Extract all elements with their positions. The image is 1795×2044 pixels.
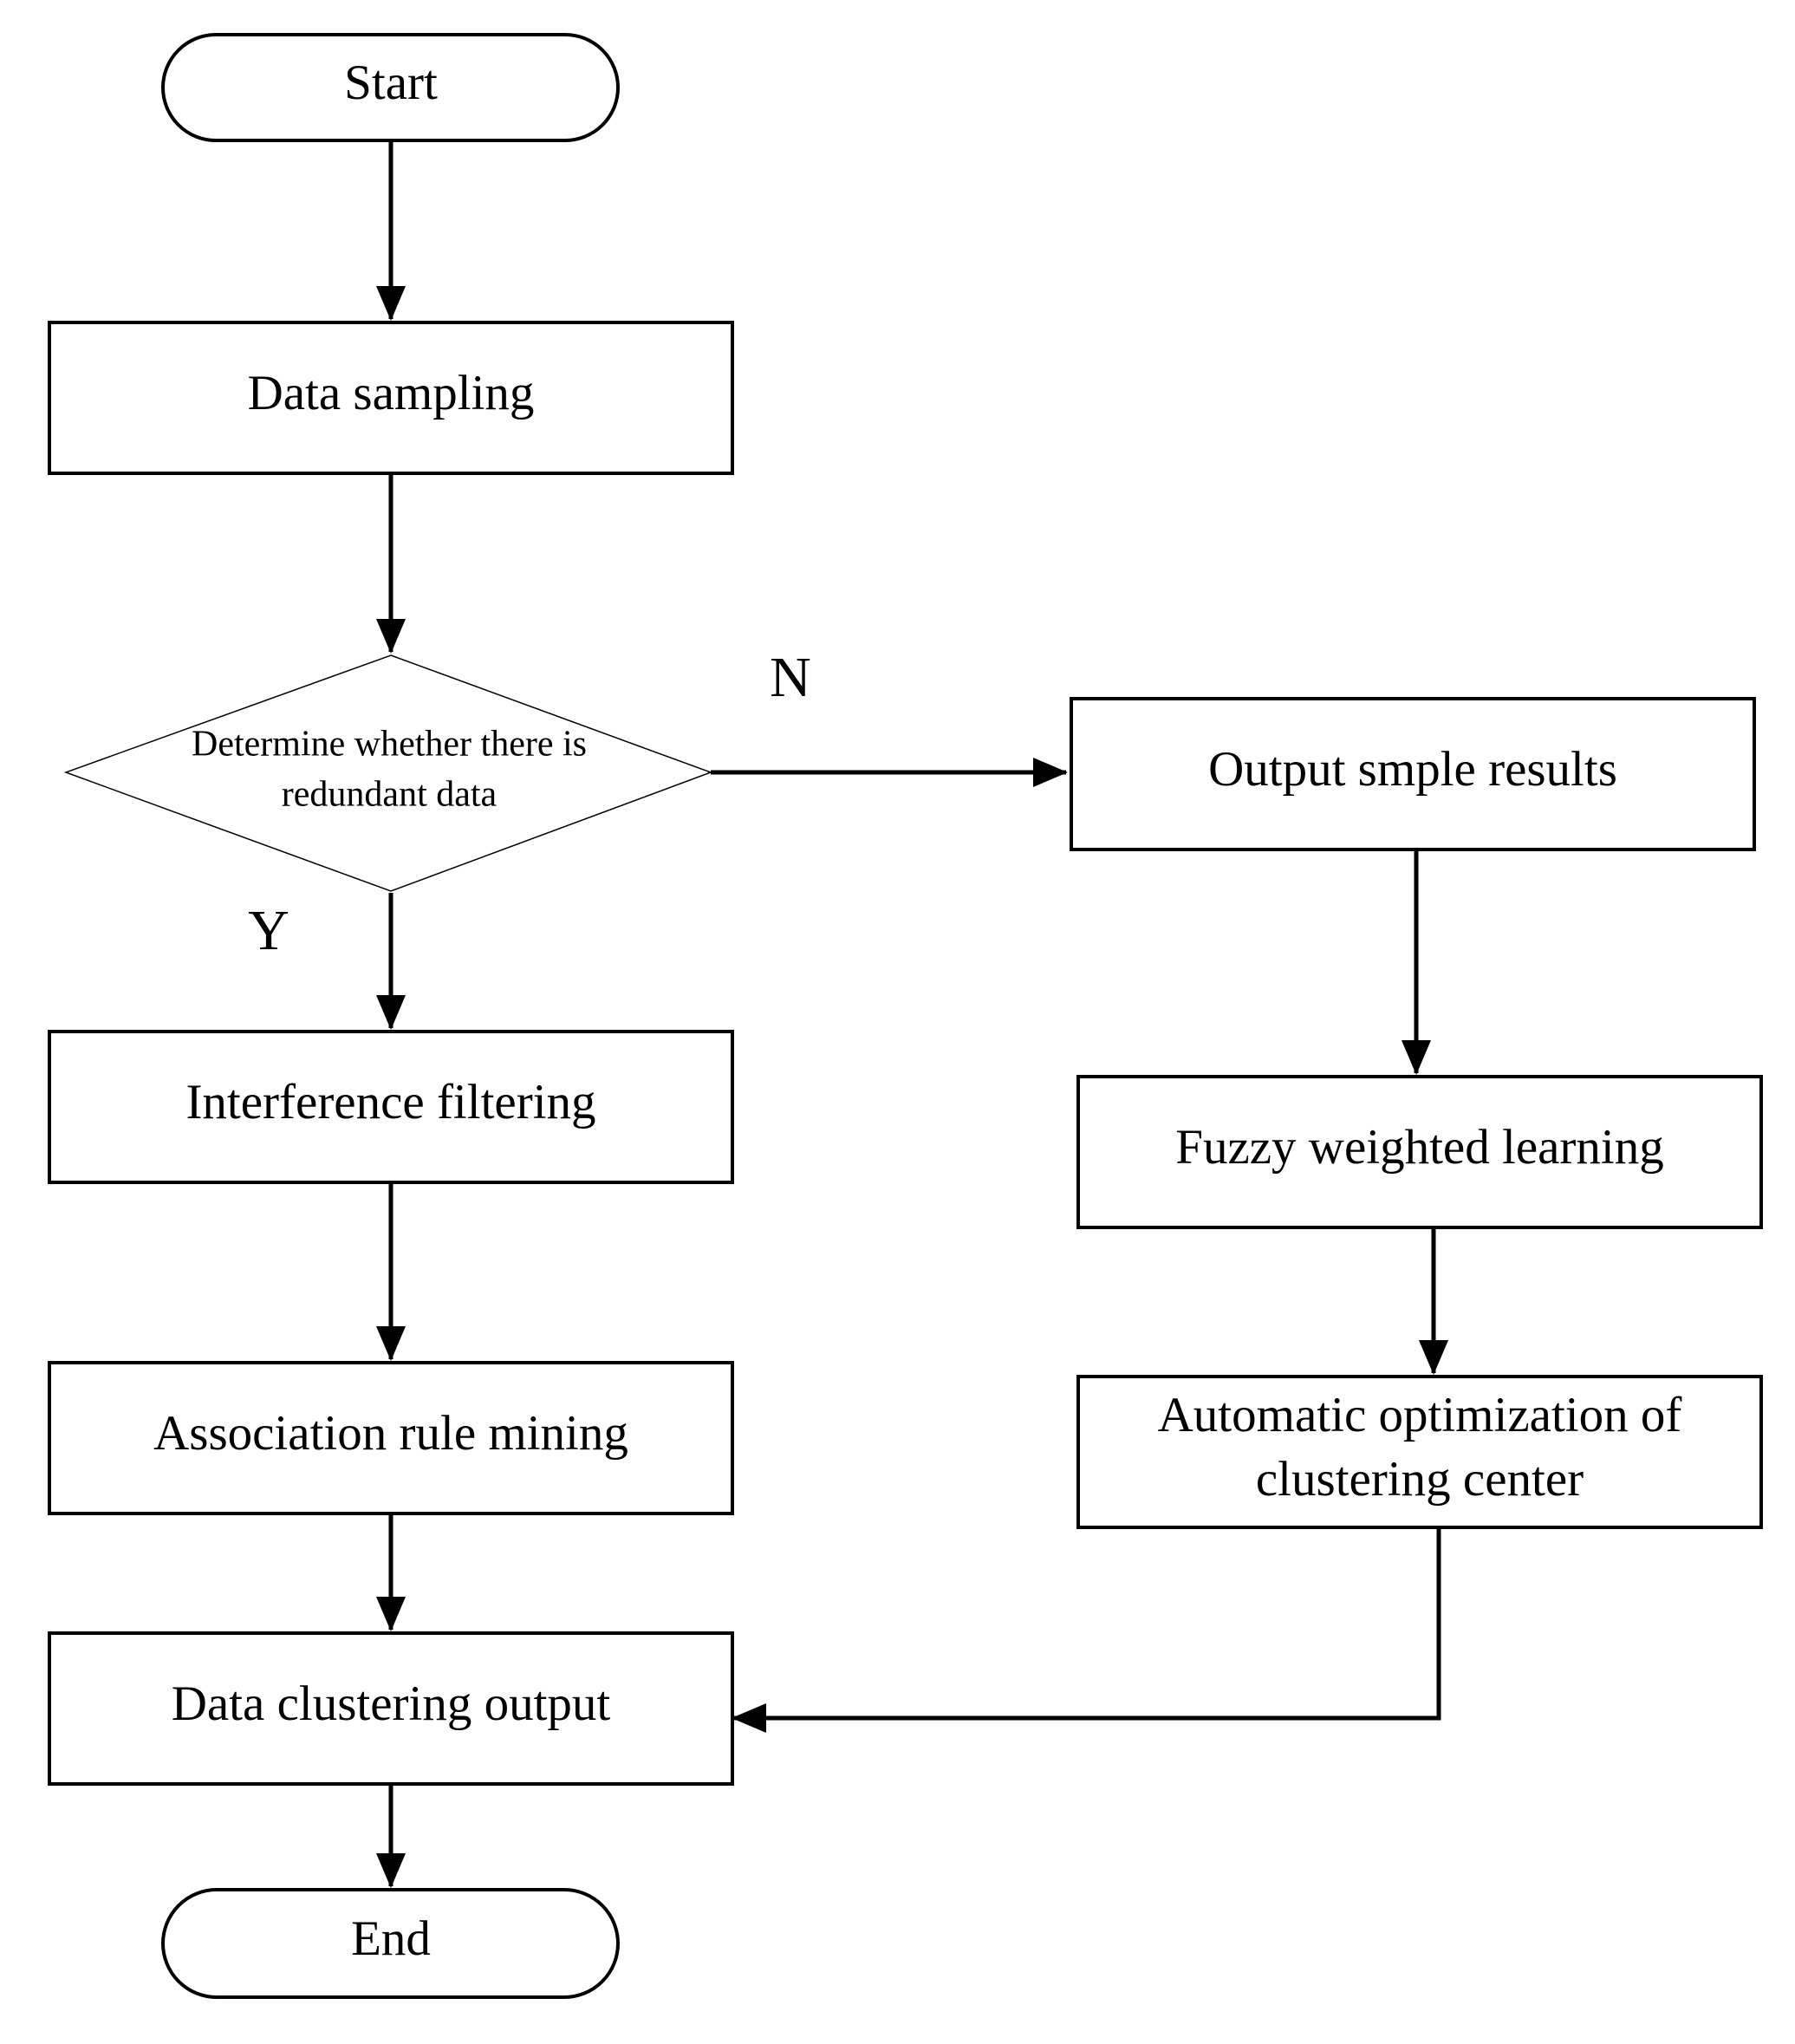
end-terminal: End <box>161 1888 620 1999</box>
association-mining-label: Association rule mining <box>153 1406 628 1461</box>
decision-label-line-1: Determine whether there is <box>192 725 587 765</box>
clustering-output-label: Data clustering output <box>172 1676 611 1731</box>
auto-optimization-label-line-2: clustering center <box>1256 1452 1584 1507</box>
branch-no-label: N <box>770 646 811 709</box>
auto-optimization-label-line-1: Automatic optimization of <box>1158 1388 1682 1442</box>
end-label: End <box>351 1911 431 1966</box>
interference-filtering-process: Interference filtering <box>48 1030 734 1184</box>
interference-filtering-label: Interference filtering <box>185 1075 595 1129</box>
clustering-output-process: Data clustering output <box>48 1631 734 1786</box>
fuzzy-learning-process: Fuzzy weighted learning <box>1076 1075 1763 1229</box>
auto-optimization-process: Automatic optimization of clustering cen… <box>1076 1375 1763 1529</box>
arrow-optimization-to-clustering <box>732 1527 1441 1733</box>
connectors <box>376 139 1448 1888</box>
fuzzy-learning-label: Fuzzy weighted learning <box>1175 1120 1664 1175</box>
start-label: Start <box>344 55 438 110</box>
association-mining-process: Association rule mining <box>48 1361 734 1515</box>
start-terminal: Start <box>161 33 620 142</box>
branch-yes-label: Y <box>248 899 289 962</box>
output-sample-process: Output smple results <box>1070 697 1756 851</box>
data-sampling-label: Data sampling <box>248 366 535 420</box>
decision-label-line-2: redundant data <box>282 775 498 815</box>
output-sample-label: Output smple results <box>1208 742 1617 797</box>
data-sampling-process: Data sampling <box>48 321 734 475</box>
redundancy-decision: Determine whether there is redundant dat… <box>63 654 713 892</box>
